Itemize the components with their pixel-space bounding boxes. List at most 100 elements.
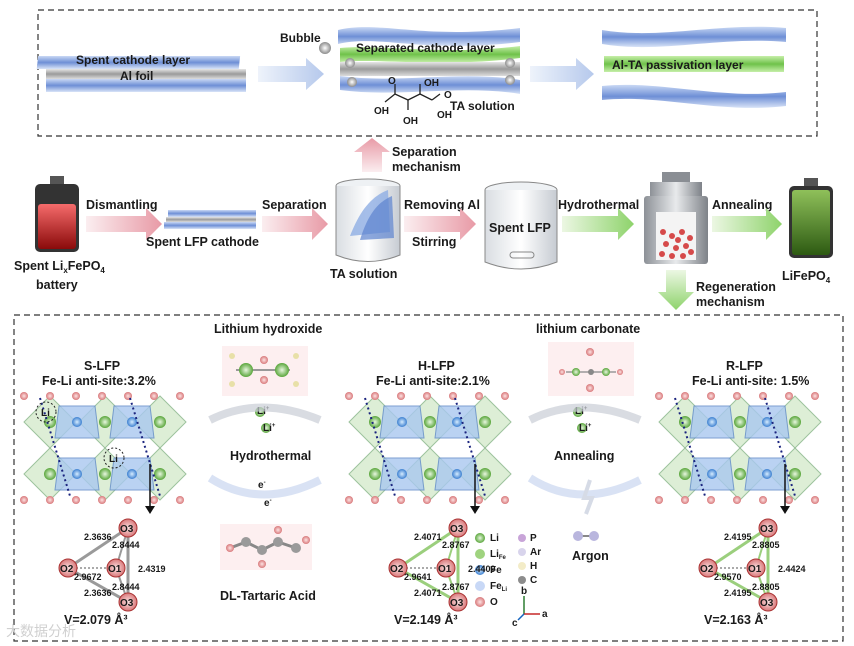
oxygen-node [58,558,78,578]
arrow-dismantling [86,208,162,240]
bond-length-label: 2.4424 [778,564,806,574]
o-atom [46,392,54,400]
ta-beaker-icon [335,178,401,262]
oxygen-node [698,558,718,578]
oxygen-node [436,558,456,578]
o-atom [423,392,431,400]
fe-atom [127,469,137,479]
separated-cathode-stack [319,27,520,94]
li-ion-4 [577,423,587,433]
arrow-separation-mechanism [354,138,390,172]
node-label-o2: O2 [60,564,74,575]
li-atom [679,416,691,428]
axes-indicator: b a c [512,586,548,629]
axis-a: a [542,609,548,620]
bubble-label: Bubble [280,31,321,45]
o-atom [475,496,483,504]
legend-li-fe: LiFe [490,549,507,561]
oh-1: OH [374,106,389,117]
bond-length-label: 2.8805 [752,582,780,592]
li-atom [154,416,166,428]
legend-fe: Fe [490,565,502,576]
element-legend: Li LiFe Fe FeLi O P Ar H C [475,533,541,608]
o-atom [397,496,405,504]
oxygen-node [758,518,778,538]
o-atom [124,496,132,504]
down-arrow-head [145,506,155,514]
o-atom [46,496,54,504]
curve-arrow-bottom-right [527,474,642,499]
arrow-separation [262,208,328,240]
li-atom [479,468,491,480]
r-lfp-title: R-LFP [726,359,763,373]
o-atom [707,496,715,504]
node-label-o3: O3 [760,598,774,609]
o-atom [501,392,509,400]
bond-length-label: 2.8767 [442,582,470,592]
li-atom [734,468,746,480]
o-atom [733,496,741,504]
down-arrow-head [780,506,790,514]
top-panel-frame [37,9,818,137]
bond-length-label: 2.4319 [138,564,166,574]
spent-cathode-layer-label: Spent cathode layer [76,53,190,67]
oxygen-node [106,558,126,578]
li-atom [424,416,436,428]
o-atom [98,496,106,504]
li-atom [789,468,801,480]
lattice-1 [345,392,512,514]
bond-length-label: 2.3636 [84,532,112,542]
bond-length-label: 2.4195 [724,532,752,542]
bond-length-label: 2.8444 [112,540,140,550]
li-atom [44,416,56,428]
arrow-removing-al [404,208,476,240]
ta-solution-top-label: TA solution [450,99,515,113]
o-atom [72,496,80,504]
dl-tartaric-acid-molecule [220,524,312,570]
passivated-al-stack [602,26,786,108]
hydrothermal-reactor-icon [644,172,708,264]
li-atom [44,468,56,480]
node-label-o3: O3 [450,524,464,535]
diffusion-path [764,397,796,497]
li-atom [734,416,746,428]
li-site-label: Li [109,454,118,465]
o-atom [150,496,158,504]
volume-label: V=2.149 Å³ [394,612,458,627]
tartaric-acid-structure [384,84,441,110]
bond-length-label: 2.4195 [724,588,752,598]
bond-length-label: 2.8444 [112,582,140,592]
o-atom [20,392,28,400]
battery-label-2: battery [36,278,78,292]
node-label-o1: O1 [108,564,122,575]
o-atom [707,392,715,400]
oxygen-node [118,592,138,612]
fe-atom [707,417,717,427]
bond-length-label: 2.3636 [84,588,112,598]
li-plus-2: Li+ [263,423,276,434]
o-atom [20,496,28,504]
node-label-o2: O2 [390,564,404,575]
o-atom [759,496,767,504]
fe-atom [72,417,82,427]
node-label-o2: O2 [700,564,714,575]
spent-cathode-stack [36,56,246,92]
oh-2: OH [403,116,418,127]
li-atom [369,416,381,428]
legend-ar: Ar [530,547,541,558]
spent-lfp-label: Spent LFP [489,221,551,235]
lithium-carbonate-molecule [548,342,634,396]
h-lfp-title: H-LFP [418,359,455,373]
spent-battery-icon [35,176,79,252]
fe-atom [762,417,772,427]
separation-label: Separation [262,198,327,212]
watermark: 大数据分析 [6,624,76,640]
hydrothermal-label: Hydrothermal [558,198,639,212]
r-lfp-antisite: Fe-Li anti-site: 1.5% [692,374,809,388]
down-arrow-head [470,506,480,514]
